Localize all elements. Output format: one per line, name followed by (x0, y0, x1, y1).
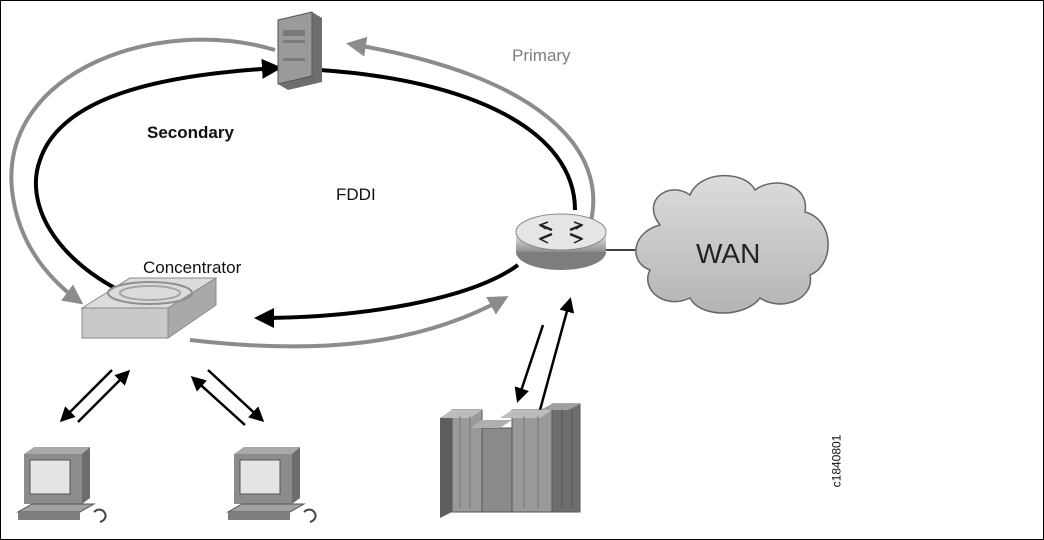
secondary-ring (33, 58, 577, 328)
workstation-icon (226, 447, 317, 523)
mainframe-link-arrows (514, 297, 575, 411)
fddi-label: FDDI (336, 185, 376, 204)
concentrator-label: Concentrator (143, 258, 242, 277)
primary-ring (9, 36, 596, 349)
workstation-icon (16, 447, 107, 523)
primary-ring-label: Primary (512, 46, 571, 65)
workstation-link-arrows (59, 369, 265, 426)
figure-id-label: c1840801 (829, 434, 844, 488)
concentrator-icon (80, 277, 218, 339)
mainframe-icon (440, 403, 581, 518)
wan-cloud-icon (635, 174, 829, 314)
secondary-ring-label: Secondary (147, 123, 234, 142)
wan-label: WAN (696, 238, 761, 269)
router-icon (515, 213, 607, 270)
server-icon (277, 11, 322, 90)
